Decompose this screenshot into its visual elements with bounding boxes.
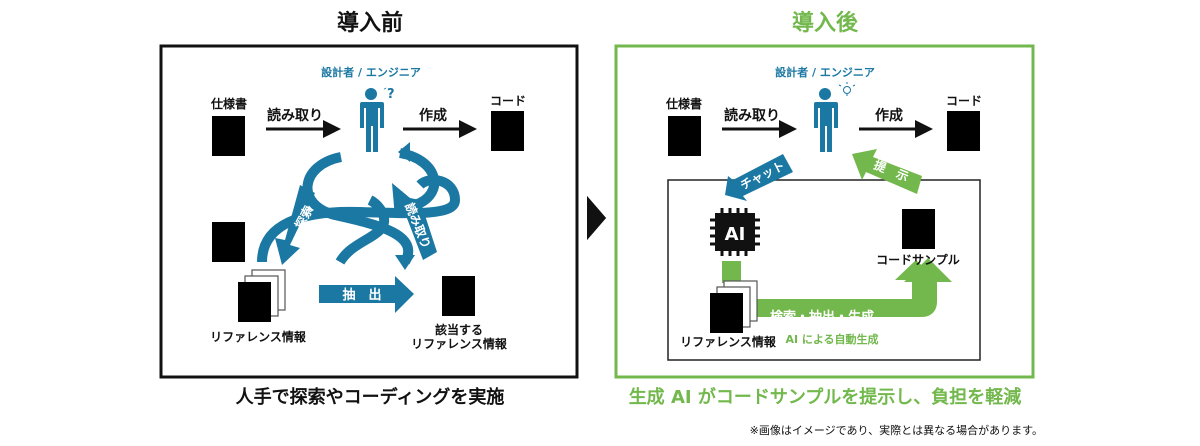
spec-label: 仕様書: [665, 96, 702, 111]
search-arrow: [275, 185, 315, 265]
matched-label-1: 該当する: [435, 322, 483, 337]
auto-label: AI による自動生成: [785, 332, 878, 346]
reference-label: リファレンス情報: [680, 334, 777, 349]
lightbulb-icon: [838, 82, 856, 96]
arrowhead: [398, 142, 410, 162]
read-label: 読み取り: [724, 107, 780, 124]
engineer-icon: [360, 88, 384, 152]
after-panel: [614, 44, 1035, 379]
arrowhead: [395, 255, 415, 270]
reference-label: リファレンス情報: [210, 329, 307, 344]
ai-system-box: [667, 179, 981, 361]
ai-chip-icon: AI: [710, 208, 760, 256]
spec-document-icon: [668, 116, 701, 156]
extract-arrow: [319, 276, 414, 313]
after-title: 導入後: [792, 10, 859, 36]
chat-arrow: [725, 154, 793, 201]
code-document-icon: [947, 111, 980, 151]
before-caption: 人手で探索やコーディングを実施: [236, 386, 505, 408]
reference-stack-icon: [710, 280, 758, 333]
read-label: 読み取り: [267, 107, 323, 124]
misc-document-icon: [212, 222, 245, 262]
footnote: ※画像はイメージであり、実際とは異なる場合があります。: [750, 423, 1043, 437]
role-label: 設計者 / エンジニア: [775, 65, 875, 79]
code-label: コード: [946, 94, 982, 108]
code-sample-document-icon: [902, 209, 935, 249]
process-label: 検索・抽出・生成: [770, 309, 874, 325]
ai-chip-label: AI: [725, 224, 746, 245]
code-document-icon: [491, 111, 524, 151]
process-arrowhead: [904, 258, 952, 282]
after-caption: 生成 AI がコードサンプルを提示し、負担を軽減: [629, 386, 1022, 408]
process-arrow-body: [752, 278, 937, 317]
present-arrow: [852, 149, 922, 194]
next-chevron-fill: [587, 196, 606, 240]
reference-stack-icon: [238, 269, 286, 322]
ai-connector: [722, 261, 741, 283]
code-label: コード: [490, 94, 526, 108]
question-icon: ?: [387, 87, 395, 102]
before-title: 導入前: [337, 10, 403, 36]
matched-label-2: リファレンス情報: [411, 336, 508, 351]
role-label: 設計者 / エンジニア: [321, 65, 421, 79]
spec-label: 仕様書: [210, 96, 247, 111]
code-sample-label: コードサンプル: [876, 252, 960, 267]
read-back-arrow: [392, 183, 437, 260]
create-label: 作成: [419, 107, 447, 124]
create-label: 作成: [875, 107, 903, 124]
before-panel: [159, 44, 579, 379]
matched-document-icon: [442, 276, 475, 316]
engineer-icon: [814, 88, 838, 152]
spec-document-icon: [212, 116, 245, 156]
extract-label: 抽 出: [342, 287, 381, 303]
